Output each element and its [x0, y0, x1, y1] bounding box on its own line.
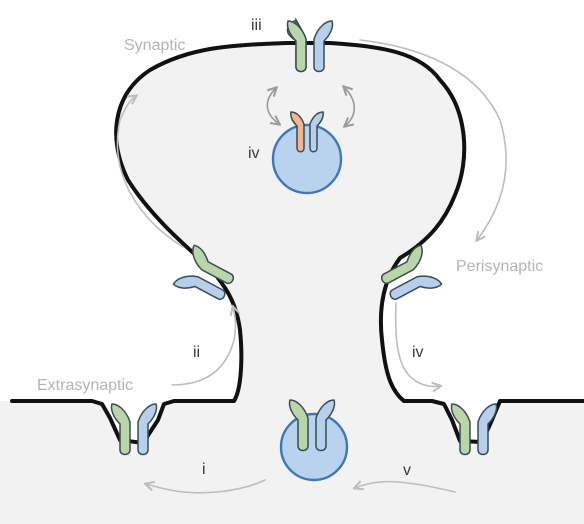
- label-perisynaptic: Perisynaptic: [456, 258, 543, 275]
- label-step-i: i: [202, 461, 206, 478]
- label-extrasynaptic: Extrasynaptic: [37, 377, 133, 394]
- vesicle-bottom: [281, 414, 347, 480]
- label-step-iv-top: iv: [248, 145, 260, 162]
- label-step-iv-right: iv: [412, 344, 424, 361]
- vesicle-top: [273, 125, 341, 193]
- label-step-ii: ii: [193, 344, 200, 361]
- label-step-iii: iii: [251, 17, 262, 34]
- label-step-v: v: [403, 462, 411, 479]
- arrow-ii: [172, 307, 235, 385]
- label-synaptic: Synaptic: [124, 37, 185, 54]
